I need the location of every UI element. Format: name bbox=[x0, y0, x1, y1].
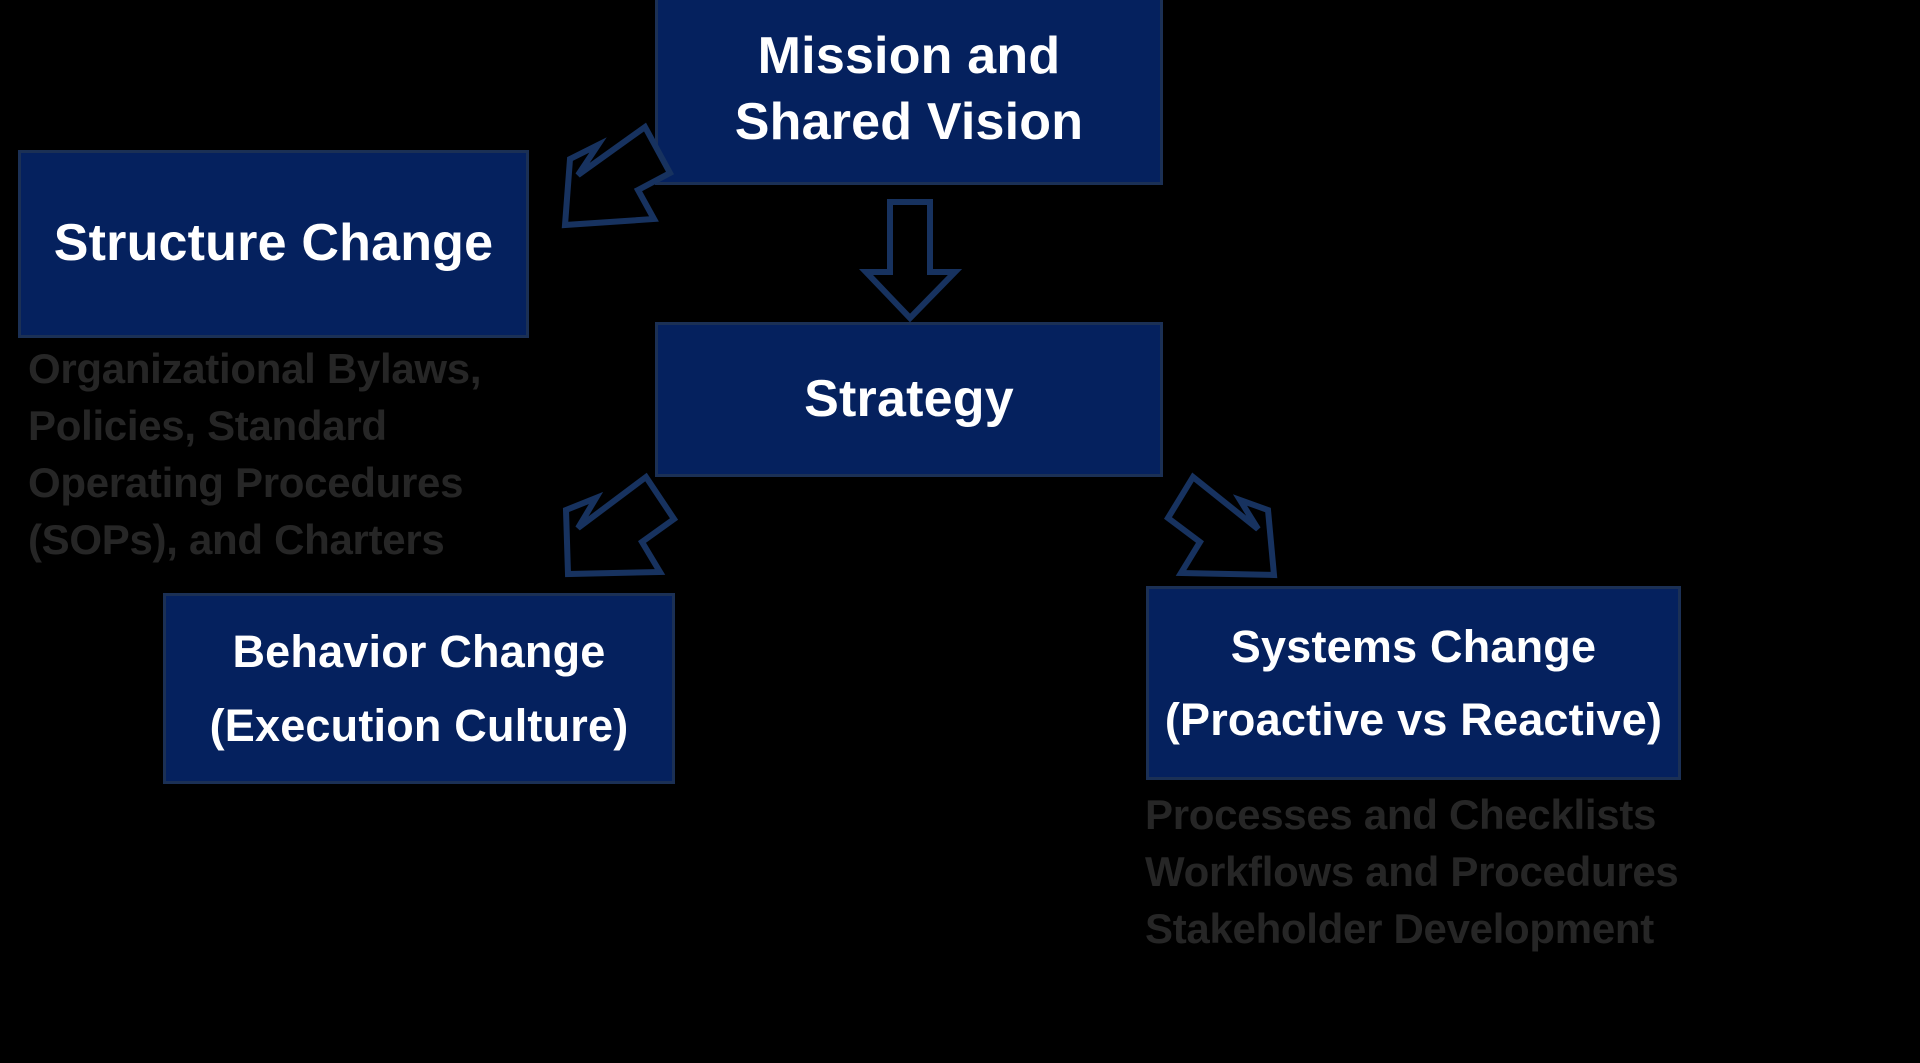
node-behavior-label-line1: Behavior Change bbox=[232, 626, 606, 678]
arrow-strategy-to-behavior-icon bbox=[562, 472, 679, 578]
caption-systems-change-details: Processes and Checklists Workflows and P… bbox=[1145, 791, 1679, 952]
node-strategy[interactable]: Strategy bbox=[655, 322, 1163, 477]
node-mission-and-shared-vision[interactable]: Mission and Shared Vision bbox=[655, 0, 1163, 185]
node-mission-label-line1: Mission and bbox=[757, 27, 1061, 86]
node-systems-label-line1: Systems Change bbox=[1230, 620, 1597, 672]
arrow-mission-to-strategy-icon bbox=[858, 199, 963, 323]
node-mission-label-line2: Shared Vision bbox=[734, 92, 1084, 151]
node-systems-change[interactable]: Systems Change (Proactive vs Reactive) bbox=[1146, 586, 1681, 780]
node-systems-label-line2: (Proactive vs Reactive) bbox=[1164, 694, 1663, 745]
arrow-strategy-to-systems-icon bbox=[1164, 472, 1278, 579]
node-strategy-label: Strategy bbox=[804, 369, 1014, 428]
node-structure-change[interactable]: Structure Change bbox=[18, 150, 529, 338]
node-structure-label: Structure Change bbox=[53, 214, 494, 273]
node-behavior-change[interactable]: Behavior Change (Execution Culture) bbox=[163, 593, 675, 784]
arrow-mission-to-structure-icon bbox=[561, 122, 675, 229]
node-behavior-label-line2: (Execution Culture) bbox=[209, 699, 629, 751]
caption-structure-change-details: Organizational Bylaws, Policies, Standar… bbox=[28, 345, 482, 563]
